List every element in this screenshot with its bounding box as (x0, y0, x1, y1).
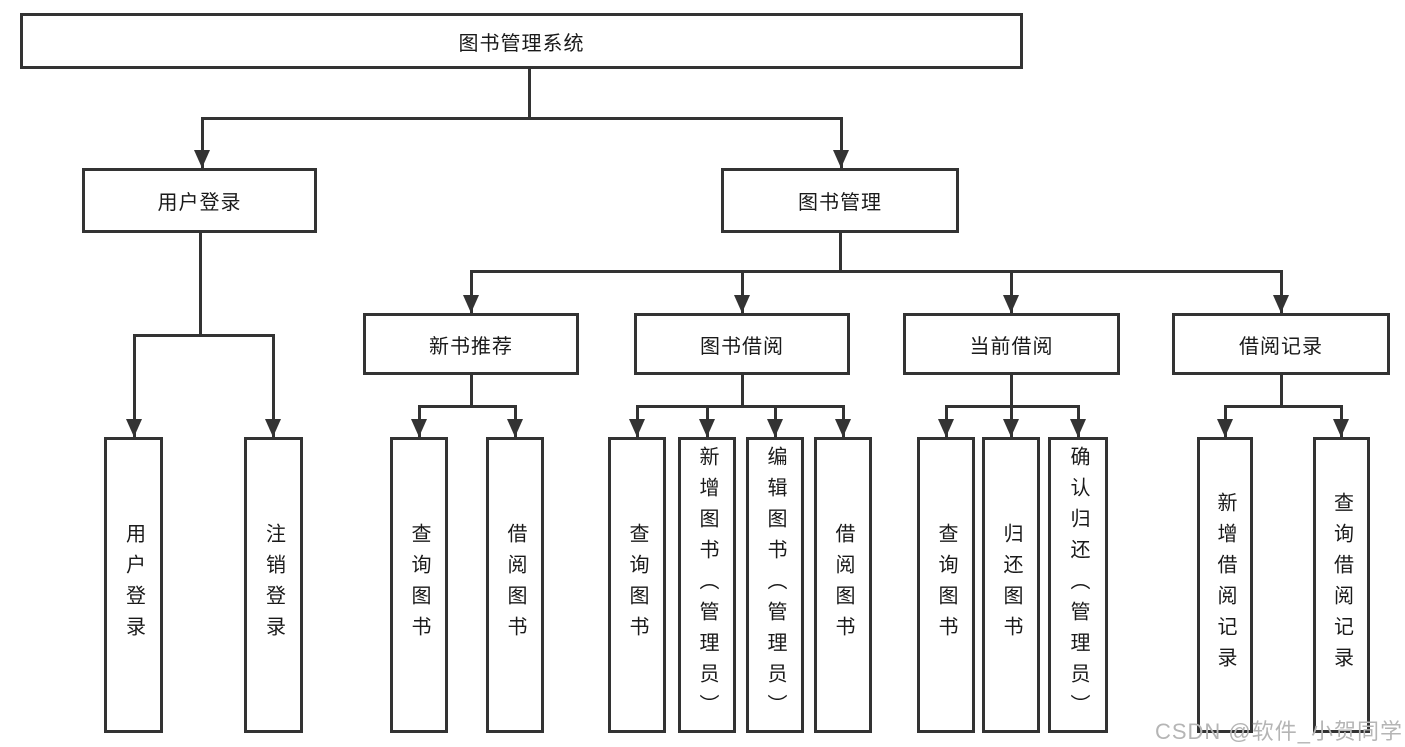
arrow-down-icon (507, 419, 523, 437)
connector (1280, 375, 1283, 406)
node-leaf-confirm-return: 确认归还（管理员） (1048, 437, 1108, 733)
node-leaf-return-book: 归还图书 (982, 437, 1040, 733)
connector (470, 270, 1283, 273)
node-label: 图书借阅 (700, 335, 784, 358)
connector (636, 405, 845, 408)
node-label: 归还图书 (1000, 523, 1022, 647)
arrow-down-icon (1003, 295, 1019, 313)
node-new-book-rec: 新书推荐 (363, 313, 579, 375)
node-label: 注销登录 (262, 523, 285, 647)
arrow-down-icon (463, 295, 479, 313)
arrow-down-icon (699, 419, 715, 437)
connector (201, 117, 204, 168)
node-label: 用户登录 (122, 523, 145, 647)
connector (201, 117, 843, 120)
node-leaf-query-record: 查询借阅记录 (1313, 437, 1370, 733)
node-label: 用户登录 (157, 192, 242, 214)
arrow-down-icon (734, 295, 750, 313)
node-label: 借阅记录 (1239, 335, 1323, 358)
node-user-login: 用户登录 (82, 168, 317, 233)
arrow-down-icon (767, 419, 783, 437)
node-borrow-record: 借阅记录 (1172, 313, 1390, 375)
node-label: 借阅图书 (504, 523, 526, 647)
node-book-borrow: 图书借阅 (634, 313, 850, 375)
node-current-borrow: 当前借阅 (903, 313, 1120, 375)
node-label: 查询图书 (626, 523, 648, 647)
node-label: 新增借阅记录 (1214, 492, 1236, 678)
arrow-down-icon (938, 419, 954, 437)
arrow-down-icon (1070, 419, 1086, 437)
arrow-down-icon (835, 419, 851, 437)
node-label: 图书管理系统 (458, 32, 585, 55)
node-label: 查询图书 (408, 523, 430, 647)
node-label: 借阅图书 (832, 523, 854, 647)
connector (199, 233, 202, 335)
arrow-down-icon (411, 419, 427, 437)
node-book-mgmt: 图书管理 (721, 168, 959, 233)
connector (470, 270, 473, 313)
connector (840, 117, 843, 168)
arrow-down-icon (1273, 295, 1289, 313)
watermark: CSDN @软件_小贺同学 (1154, 719, 1403, 744)
node-leaf-logout: 注销登录 (244, 437, 303, 733)
connector (418, 405, 517, 408)
node-label: 新书推荐 (429, 335, 513, 358)
connector (1224, 405, 1343, 408)
node-label: 确认归还（管理员） (1067, 445, 1089, 725)
arrow-down-icon (1217, 419, 1233, 437)
node-leaf-user-login: 用户登录 (104, 437, 163, 733)
node-leaf-borrow-book-b: 借阅图书 (814, 437, 872, 733)
arrow-down-icon (126, 419, 142, 437)
connector (272, 334, 275, 437)
arrow-down-icon (265, 419, 281, 437)
node-leaf-query-book-b: 查询图书 (608, 437, 666, 733)
node-label: 新增图书（管理员） (696, 445, 718, 725)
arrow-down-icon (833, 150, 849, 168)
arrow-down-icon (194, 150, 210, 168)
arrow-down-icon (629, 419, 645, 437)
connector (1280, 270, 1283, 313)
node-leaf-add-record: 新增借阅记录 (1197, 437, 1253, 733)
node-leaf-edit-book: 编辑图书（管理员） (746, 437, 804, 733)
connector (133, 334, 275, 337)
node-label: 图书管理 (798, 192, 882, 214)
connector (839, 233, 842, 273)
node-leaf-add-book: 新增图书（管理员） (678, 437, 736, 733)
node-root: 图书管理系统 (20, 13, 1023, 69)
node-label: 查询借阅记录 (1330, 492, 1353, 678)
connector (470, 375, 473, 406)
connector (1010, 270, 1013, 313)
node-leaf-query-book-a: 查询图书 (390, 437, 448, 733)
node-label: 查询图书 (935, 523, 957, 647)
connector (741, 375, 744, 406)
node-leaf-query-book-c: 查询图书 (917, 437, 975, 733)
node-label: 当前借阅 (969, 335, 1054, 358)
arrow-down-icon (1333, 419, 1349, 437)
connector (1010, 375, 1013, 406)
connector (528, 69, 531, 118)
node-leaf-borrow-book-a: 借阅图书 (486, 437, 544, 733)
node-label: 编辑图书（管理员） (764, 445, 786, 725)
arrow-down-icon (1003, 419, 1019, 437)
connector (133, 334, 136, 437)
connector (741, 270, 744, 313)
